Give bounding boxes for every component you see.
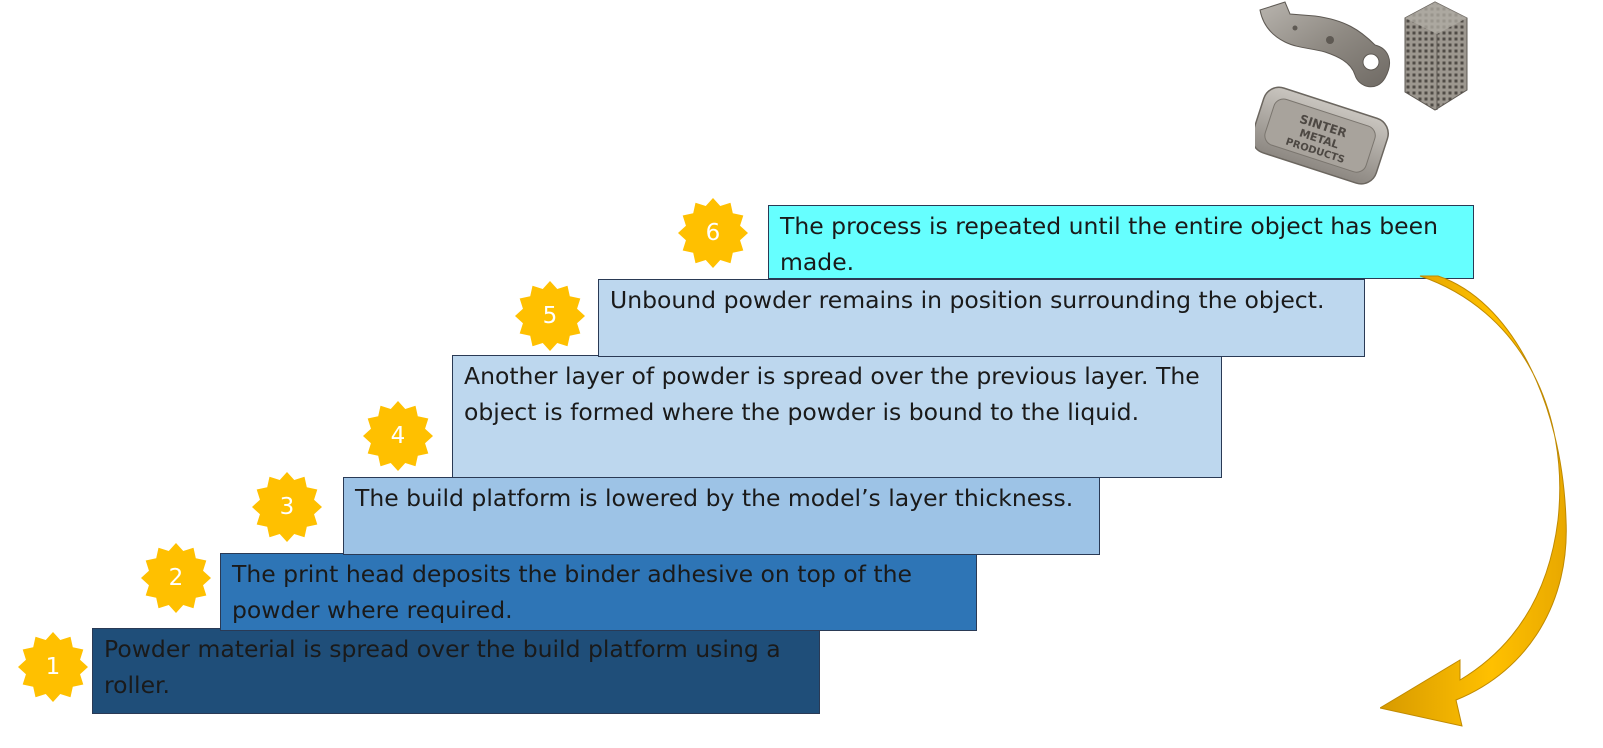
- step-text-1: Powder material is spread over the build…: [104, 635, 781, 699]
- step-number-badge-5: 5: [514, 280, 586, 352]
- step-text-3: The build platform is lowered by the mod…: [355, 484, 1074, 512]
- step-box-6: The process is repeated until the entire…: [768, 205, 1474, 279]
- step-box-3: The build platform is lowered by the mod…: [343, 477, 1100, 555]
- step-number-1: 1: [45, 654, 61, 680]
- step-number-badge-6: 6: [677, 197, 749, 269]
- starburst-badge-icon: [252, 472, 322, 542]
- step-number-badge-4: 4: [362, 400, 434, 472]
- step-number-3: 3: [279, 494, 295, 520]
- step-text-6: The process is repeated until the entire…: [780, 212, 1438, 276]
- step-number-badge-1: 1: [17, 631, 89, 703]
- step-number-4: 4: [390, 423, 406, 449]
- step-box-4: Another layer of powder is spread over t…: [452, 355, 1222, 478]
- step-number-5: 5: [542, 303, 558, 329]
- step-number-badge-3: 3: [251, 471, 323, 543]
- starburst-badge-icon: [515, 281, 585, 351]
- sintered-metal-parts-image: SINTER METAL PRODUCTS: [1255, 1, 1468, 185]
- starburst-badge-icon: [18, 632, 88, 702]
- step-text-5: Unbound powder remains in position surro…: [610, 286, 1325, 314]
- step-number-2: 2: [168, 565, 184, 591]
- starburst-badge-icon: [141, 543, 211, 613]
- step-text-2: The print head deposits the binder adhes…: [232, 560, 912, 624]
- step-box-1: Powder material is spread over the build…: [92, 628, 820, 714]
- curved-arrow-icon: [1380, 275, 1567, 727]
- starburst-badge-icon: [363, 401, 433, 471]
- step-number-6: 6: [705, 220, 721, 246]
- step-number-badge-2: 2: [140, 542, 212, 614]
- step-box-5: Unbound powder remains in position surro…: [598, 279, 1365, 357]
- step-text-4: Another layer of powder is spread over t…: [464, 362, 1200, 426]
- step-box-2: The print head deposits the binder adhes…: [220, 553, 977, 631]
- starburst-badge-icon: [678, 198, 748, 268]
